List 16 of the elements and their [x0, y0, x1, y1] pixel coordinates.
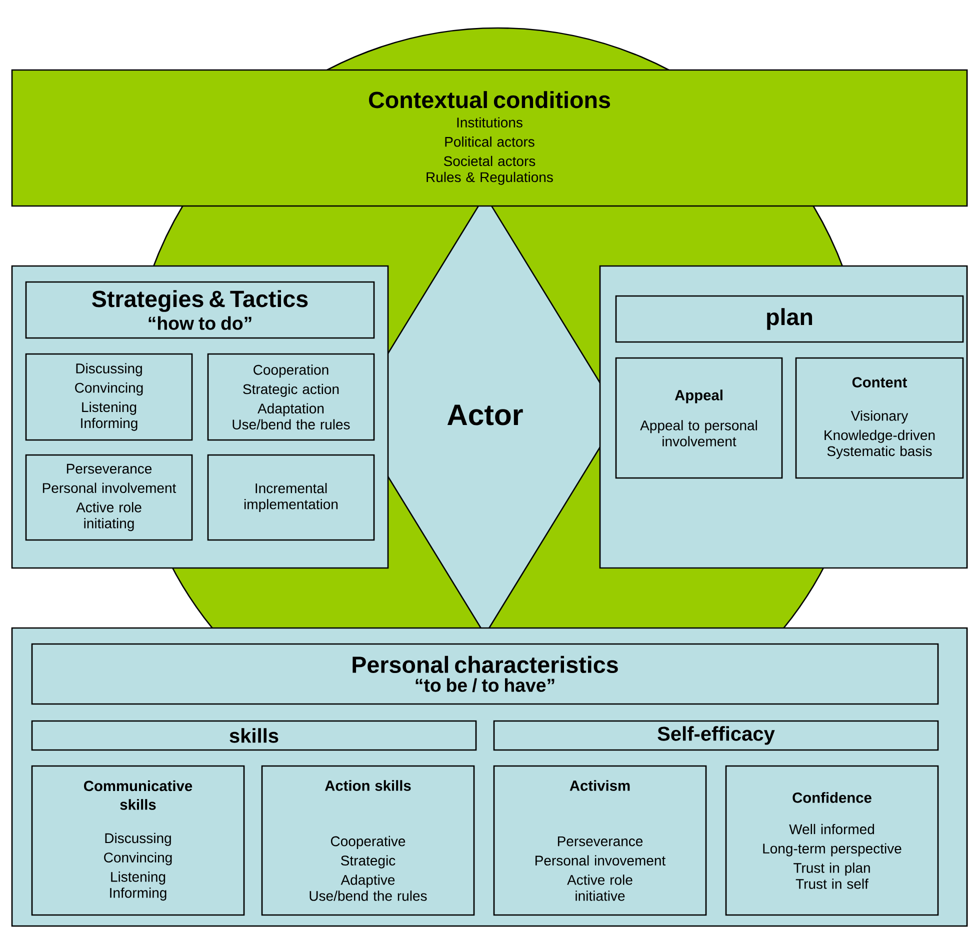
text-box: Incremental implementation [207, 454, 375, 541]
text-box: Activism Perseverance Personal invovement Active role initiative [493, 765, 707, 916]
heading-box: Strategies & Tactics “how to do” [25, 281, 375, 339]
text-box: Action skills Cooperative Strategic Adaptive Use/bend the rules [261, 765, 475, 916]
text-box: Confidence Well informed Long-term perspective Trust in plan Trust in self [725, 765, 939, 916]
text-box: Cooperation Strategic action Adaptation Use/bend the rules [207, 353, 375, 441]
text-box: Communicative skills Discussing Convincing Listening Informing [31, 765, 245, 916]
text-box: Perseverance Personal involvement Active role initiating [25, 454, 193, 541]
text-box: Discussing Convincing Listening Informing [25, 353, 193, 441]
heading-box: Self-efficacy [493, 720, 939, 751]
heading-box: plan [615, 295, 964, 343]
heading-box: Personal characteristics “to be / to have” [31, 643, 939, 705]
text-box: Appeal Appeal to personal involvement [615, 357, 783, 479]
text-box: Content Visionary Knowledge-driven Systematic basis [795, 357, 964, 479]
context-band: Contextual conditions Institutions Political actors Societal actors Rules & Regulations [11, 69, 968, 207]
heading-box: skills [31, 720, 477, 751]
